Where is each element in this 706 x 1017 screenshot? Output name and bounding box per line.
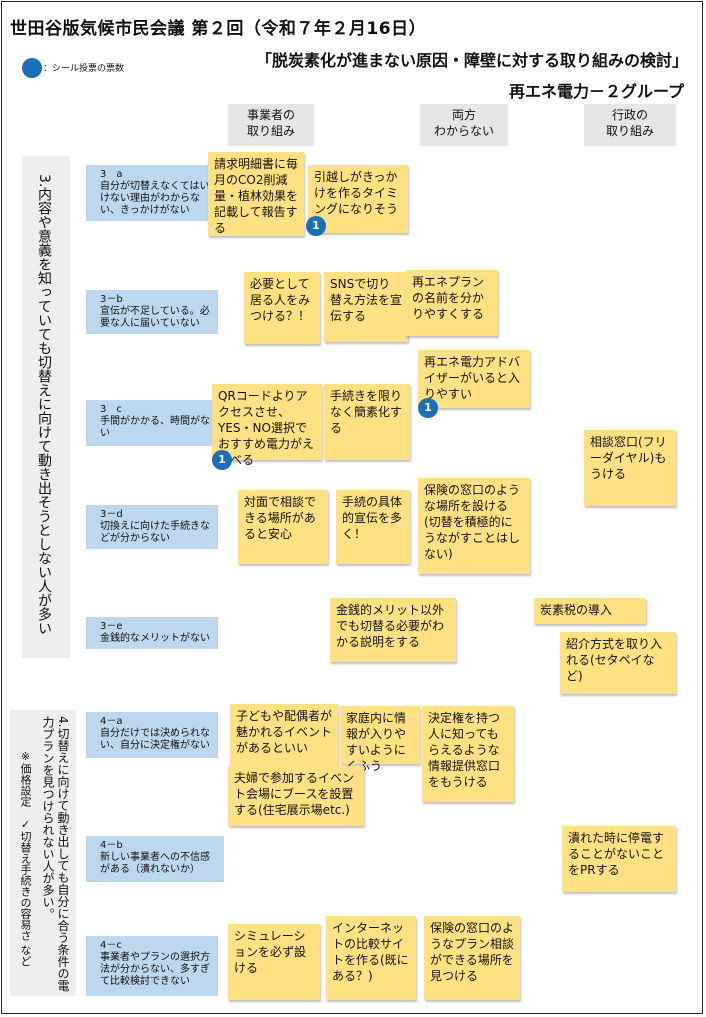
- sticky-note: QRコードよりアクセスさせ、YES・NO選択でおすすめ電力がえらべる: [212, 384, 322, 467]
- sticky-note: 紹介方式を取り入れる(セタペイなど): [560, 632, 676, 694]
- issue-3a: 3 a 自分が切替えなくてはいけない理由がわからない、きっかけがない: [86, 165, 218, 221]
- issue-4a: 4－a 自分だけでは決められない、自分に決定権がない: [86, 712, 218, 758]
- section-4-label: 4.切替えに向けて動き出しても自分に合う条件の電力プランを見つけられない人が多い…: [41, 716, 70, 992]
- sticky-note: 保険の窓口のような場所を設ける(切替を積極的にうながすことはしない): [418, 478, 530, 574]
- section-3-label: 3.内容や意義を知っていても切替えに向けて動き出そうとしない人が多い: [36, 174, 52, 636]
- sticky-note: 必要として居る人をみつける？！: [244, 272, 320, 344]
- vote-dot-icon: [22, 58, 42, 78]
- column-header-admin: 行政の 取り組み: [584, 104, 676, 146]
- vote-count-badge: 1: [212, 450, 232, 470]
- section-3-label-box: 3.内容や意義を知っていても切替えに向けて動き出そうとしない人が多い: [22, 156, 70, 658]
- sticky-note: 夫婦で参加するイベント会場にブースを設置する(住宅展示場etc.): [228, 766, 364, 826]
- issue-4b: 4－b 新しい事業者への不信感がある（潰れないか）: [86, 836, 224, 882]
- issue-3c: 3 c 手間がかかる、時間がない: [86, 400, 218, 446]
- issue-3b: 3－b 宣伝が不足している。必要な人に届いていない: [86, 290, 218, 334]
- sticky-note: SNSで切り替え方法を宣伝する: [324, 272, 408, 342]
- sticky-note: 手続の具体的宣伝を多く！: [336, 490, 410, 564]
- sticky-note: 手続きを限りなく簡素化する: [324, 384, 410, 460]
- section-4-note: ※価格設定 ✓切替え手続きの容易さ など: [19, 750, 32, 967]
- column-header-business: 事業者の 取り組み: [228, 104, 314, 146]
- legend-label: ：シール投票の票数: [43, 64, 125, 74]
- issue-4c: 4－c 事業者やプランの選択方法が分からない、多すぎて比較検討できない: [86, 936, 218, 996]
- sticky-note: 保険の窓口のようなプラン相談ができる場所を見つける: [424, 916, 520, 1000]
- sticky-note: インターネットの比較サイトを作る(既にある？): [326, 916, 416, 1000]
- sticky-note: 再エネ電力アドバイザーがいると入りやすい: [418, 350, 530, 408]
- group-label: 再エネ電力－２グループ: [508, 82, 684, 101]
- column-header-both: 両方 わからない: [420, 104, 508, 146]
- page-subtitle: 「脱炭素化が進まない原因・障壁に対する取り組みの検討」: [255, 51, 688, 70]
- sticky-note: 対面で相談できる場所があると安心: [238, 490, 328, 564]
- sticky-note: 家庭内に情報が入りやすいようにくふう: [340, 706, 420, 773]
- sticky-note: シミュレーションを必ず設ける: [228, 924, 320, 1000]
- sticky-note: 再エネプランの名前を分かりやすくする: [406, 270, 498, 336]
- vote-count-badge: 1: [306, 216, 326, 236]
- sticky-note: 相談窓口(フリーダイヤル)もうける: [584, 430, 676, 506]
- vote-count-badge: 1: [418, 398, 438, 418]
- sticky-note: 決定権を持つ人に知ってもらえるような情報提供窓口をもうける: [422, 706, 514, 802]
- page-title: 世田谷版気候市民会議 第２回（令和７年２月16日）: [10, 19, 427, 39]
- sticky-note: 子どもや配偶者が魅かれるイベントがあるといい: [230, 704, 338, 768]
- issue-3e: 3－e 金銭的なメリットがない: [86, 617, 218, 649]
- issue-3d: 3－d 切換えに向けた手続きなどが分からない: [86, 505, 218, 549]
- sticky-note: 潰れた時に停電することがないことをPRする: [562, 826, 676, 892]
- sticky-note: 請求明細書に毎月のCO2削減量・植林効果を記載して報告する: [208, 152, 304, 236]
- section-4-label-box: 4.切替えに向けて動き出しても自分に合う条件の電力プランを見つけられない人が多い…: [10, 710, 76, 996]
- sticky-note: 炭素税の導入: [534, 598, 646, 624]
- sticky-note: 金銭的メリット以外でも切替る必要がわかる説明をする: [330, 598, 456, 662]
